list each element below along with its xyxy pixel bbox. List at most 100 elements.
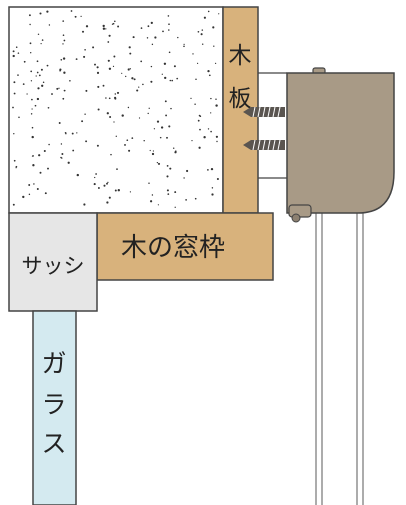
head-box — [286, 67, 395, 223]
wall-dot — [183, 43, 185, 46]
wall — [8, 6, 224, 214]
wall-dot — [167, 15, 170, 17]
wall-dot — [31, 135, 34, 139]
screw-upper — [243, 106, 285, 118]
wall-dot — [65, 133, 67, 135]
wall-dot — [15, 167, 17, 169]
wall-dot — [42, 81, 45, 84]
wall-dot — [85, 89, 88, 92]
wall-dot — [97, 187, 100, 189]
wall-dot — [168, 51, 171, 54]
wall-dot — [199, 128, 201, 131]
mount-gap — [258, 72, 287, 179]
wall-dot — [69, 80, 71, 82]
wall-dot — [168, 125, 171, 128]
wall-dot — [33, 183, 35, 185]
wall-dot — [201, 29, 204, 31]
wall-dot — [36, 71, 39, 74]
wall-dot — [23, 60, 26, 63]
wall-dot — [197, 30, 200, 33]
wall-dot — [48, 24, 51, 26]
wall-dot — [150, 21, 153, 25]
wall-dot — [112, 65, 115, 68]
glass-label-3: ス — [41, 429, 66, 458]
wall-dot — [165, 114, 168, 117]
wall-dot — [114, 189, 117, 192]
wall-dot — [211, 193, 214, 196]
wall-dot — [212, 26, 215, 29]
wall-dot — [166, 136, 168, 139]
wall-dot — [214, 62, 217, 65]
wall-dot — [146, 37, 149, 39]
wall-dot — [18, 116, 20, 119]
wall-dot — [108, 34, 111, 37]
wall-dot — [194, 103, 196, 105]
wall-dot — [46, 64, 49, 67]
wall-dot — [40, 68, 43, 71]
wall-dot — [162, 30, 164, 33]
wall-dot — [131, 137, 134, 139]
wall-dot — [70, 10, 73, 12]
wall-dot — [138, 117, 141, 119]
wall-dot — [151, 43, 154, 46]
wall-dot — [116, 168, 118, 170]
wall-dot — [62, 20, 65, 22]
wall-dot — [62, 97, 65, 100]
wall-dot — [131, 77, 134, 80]
glass-label-1: ガ — [41, 349, 66, 378]
wall-dot — [67, 161, 70, 164]
wall-dot — [115, 135, 117, 137]
wall-dot — [105, 97, 107, 99]
wall-dot — [94, 176, 96, 179]
wall-dot — [38, 74, 41, 77]
wall-dot — [83, 55, 86, 58]
wall-dot — [12, 50, 15, 53]
wall-dot — [96, 71, 100, 74]
wall-dot — [75, 58, 78, 61]
wall-dot — [150, 80, 153, 83]
wall-dot — [170, 107, 172, 110]
wall-dot — [124, 143, 126, 146]
wall-dot — [71, 132, 74, 135]
wall-dot — [51, 93, 53, 95]
frame-label: 木の窓枠 — [121, 233, 225, 263]
wall-dot — [37, 87, 40, 90]
wall-dot — [36, 97, 40, 101]
wall-dot — [13, 92, 16, 95]
wall-dot — [22, 195, 25, 199]
wall-dot — [116, 91, 120, 94]
wall-dot — [29, 42, 32, 45]
wall-dot — [15, 46, 18, 48]
wall-dot — [171, 79, 174, 82]
wall-dot — [60, 143, 63, 145]
wall-dot — [84, 113, 86, 115]
wall-dot — [218, 13, 220, 15]
board-label-top: 木 — [229, 43, 252, 69]
wall-dot — [17, 74, 19, 76]
wall-dot — [216, 177, 219, 181]
head-box-clip — [288, 204, 312, 223]
wall-dot — [168, 29, 170, 31]
wall-dot — [164, 76, 167, 80]
wall-dot — [95, 173, 97, 175]
wall-dot — [166, 165, 169, 167]
wall-dot — [41, 84, 44, 87]
wall-dot — [207, 10, 210, 13]
wall-dot — [117, 189, 120, 192]
wall-dot — [174, 191, 177, 194]
wall-dot — [117, 25, 120, 28]
wall-dot — [110, 153, 112, 156]
wall-dot — [195, 78, 197, 80]
wall-dot — [32, 164, 35, 167]
wall-dot — [133, 78, 136, 81]
wall-dot — [102, 24, 105, 28]
wall-dot — [126, 139, 129, 142]
wall-dot — [28, 14, 31, 17]
glass-label-2: ラ — [41, 390, 66, 419]
wall-dot — [13, 81, 16, 84]
wall-dot — [12, 54, 15, 58]
wall-dot — [106, 112, 109, 115]
wall-dot — [92, 46, 95, 49]
wall-dot — [38, 154, 41, 157]
wall-dot — [61, 153, 64, 155]
